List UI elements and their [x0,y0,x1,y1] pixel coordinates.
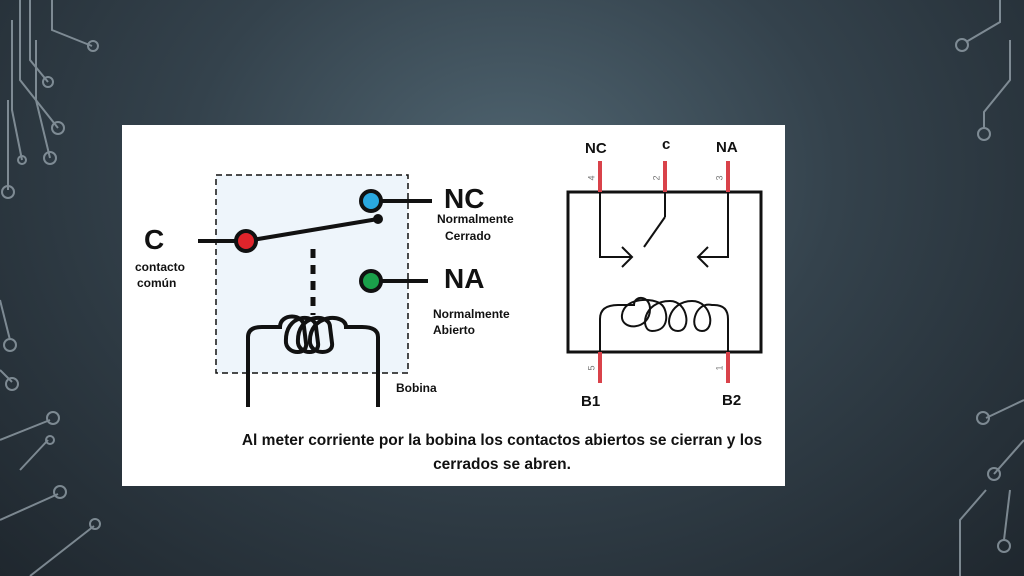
schematic-b2-label: B2 [722,392,742,409]
common-desc-line1: contacto [135,260,186,274]
switch-arm-tip [373,214,383,224]
nc-desc-line2: Cerrado [445,229,492,243]
na-desc-line1: Normalmente [433,307,510,321]
nc-internal-lead [599,192,632,258]
coil-label: Bobina [396,381,437,395]
pin-number-2: 2 [651,175,662,181]
switch-arm [245,217,379,243]
nc-terminal-dot [359,189,383,213]
c-switch-blade [643,216,666,248]
nc-label: NC [444,183,485,214]
na-arrow [696,246,709,268]
common-desc-line2: común [137,276,177,290]
schematic-b1-label: B1 [581,393,601,410]
coil-winding [246,314,380,407]
na-terminal-dot [359,269,383,293]
common-letter-label: C [144,224,165,255]
pin-number-3: 3 [714,175,725,181]
nc-arrow [621,246,634,268]
pin-number-1: 1 [714,365,725,371]
pin-number-4: 4 [586,175,597,181]
na-desc-line2: Abierto [433,323,475,337]
common-terminal-dot [234,229,258,253]
schematic-na-label: NA [716,139,738,156]
nc-desc-line1: Normalmente [437,212,514,226]
na-internal-lead [698,192,729,258]
relay-diagram-panel: C contacto común NC Normalmente Cerrado … [122,125,785,486]
diagram-caption: Al meter corriente por la bobina los con… [241,432,763,473]
schematic-c-label: c [662,136,671,153]
schematic-nc-label: NC [585,140,607,157]
schematic-coil [599,297,729,352]
na-label: NA [444,263,485,294]
pin-number-5: 5 [586,365,597,371]
relay-diagram-drawing [198,161,763,407]
